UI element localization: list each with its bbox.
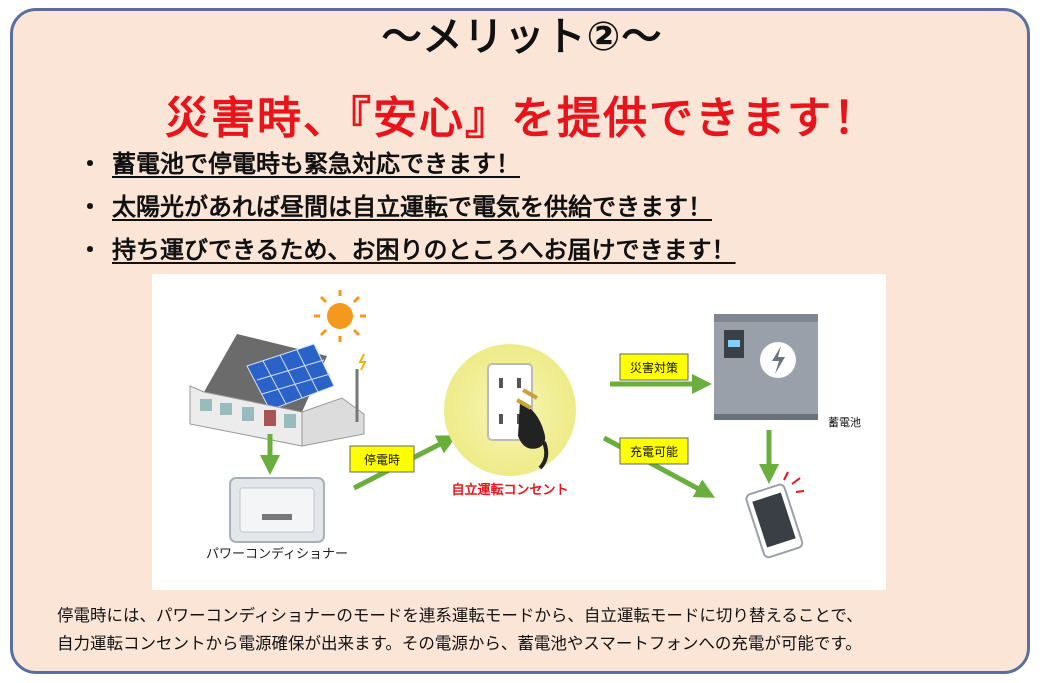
tag-chargeable-text: 充電可能 bbox=[630, 444, 678, 459]
power-flow-diagram: 停電時 災害対策 充電可能 自立運転コンセント bbox=[152, 274, 886, 590]
outlet-icon bbox=[444, 344, 576, 476]
benefit-list: ・蓄電池で停電時も緊急対応できます！ ・太陽光があれば昼間は自立運転で電気を供給… bbox=[78, 146, 736, 275]
tag-disaster-text: 災害対策 bbox=[630, 360, 678, 375]
outlet-label: 自立運転コンセント bbox=[451, 482, 568, 498]
benefit-item: ・持ち運びできるため、お困りのところへお届けできます！ bbox=[78, 236, 736, 264]
caption: 停電時には、パワーコンディショナーのモードを連系運転モードから、自立運転モードに… bbox=[57, 602, 997, 658]
power-conditioner-icon bbox=[229, 477, 325, 543]
headline: 災害時、『安心』を提供できます！ bbox=[165, 93, 879, 144]
tag-chargeable: 充電可能 bbox=[619, 437, 689, 465]
battery-icon bbox=[714, 314, 818, 420]
solar-house-icon bbox=[189, 334, 367, 447]
benefit-text: 太陽光があれば昼間は自立運転で電気を供給できます！ bbox=[112, 193, 712, 221]
benefit-text: 蓄電池で停電時も緊急対応できます！ bbox=[112, 150, 520, 178]
caption-line-1: 停電時には、パワーコンディショナーのモードを連系運転モードから、自立運転モードに… bbox=[57, 606, 863, 625]
page-title: ～メリット②～ bbox=[381, 14, 663, 60]
diagram-canvas: 停電時 災害対策 充電可能 自立運転コンセント bbox=[189, 290, 861, 562]
tag-blackout: 停電時 bbox=[349, 445, 415, 473]
smartphone-icon bbox=[745, 471, 805, 559]
benefit-item: ・蓄電池で停電時も緊急対応できます！ bbox=[78, 150, 520, 178]
battery-label: 蓄電池 bbox=[828, 416, 861, 429]
tag-disaster: 災害対策 bbox=[619, 353, 689, 381]
caption-line-2: 自力運転コンセントから電源確保が出来ます。その電源から、蓄電池やスマートフォンへ… bbox=[57, 634, 862, 653]
sun-icon bbox=[314, 290, 366, 342]
benefit-item: ・太陽光があれば昼間は自立運転で電気を供給できます！ bbox=[78, 193, 712, 221]
pcs-label: パワーコンディショナー bbox=[206, 546, 348, 562]
benefit-text: 持ち運びできるため、お困りのところへお届けできます！ bbox=[112, 236, 736, 264]
tag-blackout-text: 停電時 bbox=[364, 452, 400, 467]
